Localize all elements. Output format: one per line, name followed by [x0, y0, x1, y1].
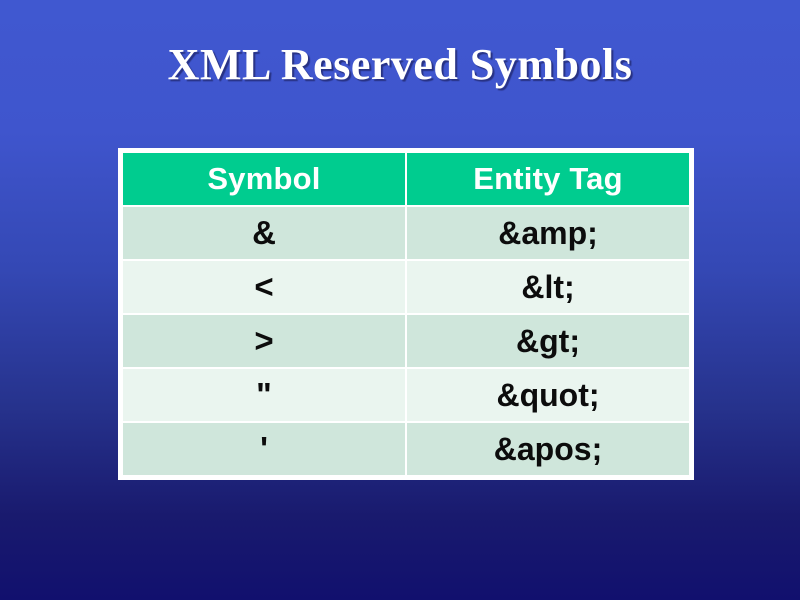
reserved-symbols-table-container: Symbol Entity Tag & &amp; < &lt; > &gt;	[118, 148, 694, 480]
table-header-row: Symbol Entity Tag	[121, 151, 691, 207]
table-body: & &amp; < &lt; > &gt; " &quot; ' &apos	[121, 205, 691, 477]
cell-symbol: &	[121, 205, 407, 261]
table-row: > &gt;	[121, 313, 691, 369]
table-header: Symbol Entity Tag	[121, 151, 691, 207]
column-header-entity-tag: Entity Tag	[405, 151, 691, 207]
table-row: < &lt;	[121, 259, 691, 315]
cell-entity-tag: &apos;	[405, 421, 691, 477]
cell-symbol: '	[121, 421, 407, 477]
cell-symbol: <	[121, 259, 407, 315]
cell-entity-tag: &quot;	[405, 367, 691, 423]
table-row: & &amp;	[121, 205, 691, 261]
column-header-symbol: Symbol	[121, 151, 407, 207]
table-row: " &quot;	[121, 367, 691, 423]
cell-symbol: >	[121, 313, 407, 369]
cell-entity-tag: &gt;	[405, 313, 691, 369]
table-row: ' &apos;	[121, 421, 691, 477]
cell-entity-tag: &amp;	[405, 205, 691, 261]
page-title: XML Reserved Symbols	[167, 40, 633, 89]
cell-symbol: "	[121, 367, 407, 423]
cell-entity-tag: &lt;	[405, 259, 691, 315]
reserved-symbols-table: Symbol Entity Tag & &amp; < &lt; > &gt;	[121, 151, 691, 477]
